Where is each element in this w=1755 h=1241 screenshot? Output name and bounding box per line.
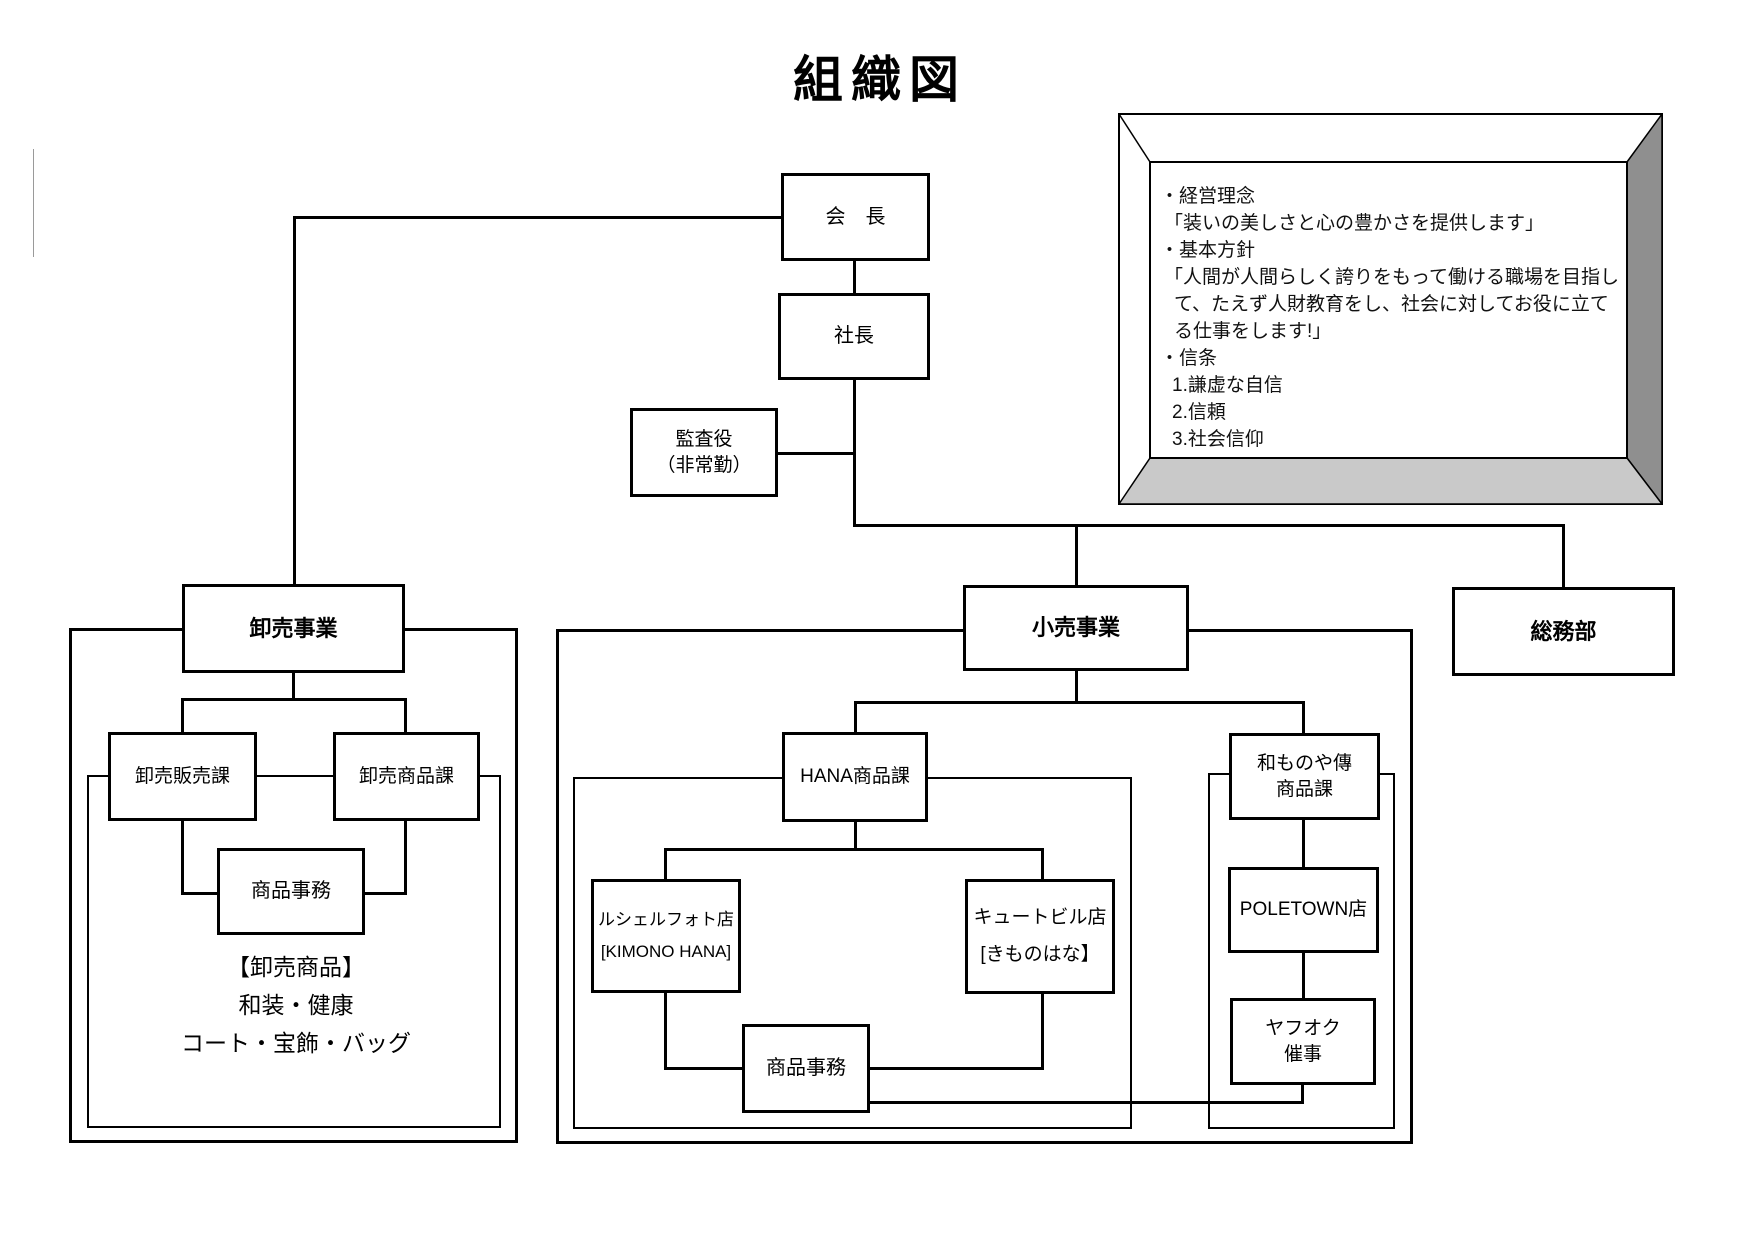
connector-wholesale-down [292, 671, 295, 701]
box-wholesale-merchandise: 卸売商品課 [333, 732, 480, 821]
philosophy-line: ・基本方針 [1160, 240, 1256, 261]
connector-merch-to-admin [365, 892, 407, 895]
connector-drop-retail [1075, 524, 1078, 587]
box-label: POLETOWN店 [1239, 899, 1368, 921]
connector-retail-branch [854, 701, 1305, 704]
philosophy-line: 2.信頼 [1172, 402, 1226, 423]
box-label: 商品事務 [251, 880, 331, 902]
note-line: 和装・健康 [238, 992, 354, 1018]
connector-drop-lucielle [664, 848, 667, 881]
philosophy-text: ・経営理念 「装いの美しさと心の豊かさを提供します」 ・基本方針 「人間が人間ら… [1160, 183, 1626, 453]
philosophy-line: 1.謙虚な自信 [1172, 375, 1283, 396]
panel-3d-frame [1118, 113, 1663, 505]
connector-poletown-yahoo [1302, 951, 1305, 1000]
box-label: 商品課 [1275, 778, 1333, 800]
box-label: 催事 [1283, 1043, 1322, 1065]
box-merchandise-admin-retail: 商品事務 [742, 1024, 870, 1113]
page-title: 組織図 [793, 52, 967, 108]
philosophy-panel: ・経営理念 「装いの美しさと心の豊かさを提供します」 ・基本方針 「人間が人間ら… [1118, 113, 1663, 505]
box-chairman: 会 長 [781, 173, 930, 261]
philosophy-line: 3.社会信仰 [1172, 429, 1264, 450]
connector-chairman-left [294, 216, 781, 219]
box-hana-merchandise: HANA商品課 [782, 732, 928, 822]
box-label: 社長 [834, 325, 874, 347]
connector-retail-down [1075, 669, 1078, 704]
connector-lucielle-to-admin [664, 1067, 744, 1070]
box-label: [KIMONO HANA] [600, 942, 732, 961]
connector-yahoo-up [1301, 1083, 1304, 1104]
box-cute-building: キュートビル店 [きものはな】 [965, 879, 1115, 994]
box-label: [きものはな】 [980, 943, 1100, 965]
connector-cutebuilding-down [1041, 992, 1044, 1070]
wholesale-inner-rect [87, 775, 501, 1128]
connector-wholesale-branch [181, 698, 407, 701]
note-line: コート・宝飾・バッグ [181, 1030, 411, 1056]
connector-drop-cutebuilding [1041, 848, 1044, 881]
connector-chairman-president [853, 259, 856, 295]
box-label: （非常勤） [656, 454, 752, 476]
philosophy-line: て、たえず人財教育をし、社会に対してお役に立て [1174, 294, 1609, 315]
philosophy-line: 「人間が人間らしく誇りをもって働ける職場を目指し [1164, 267, 1620, 288]
philosophy-line: ・信条 [1160, 348, 1218, 369]
connector-down-wholesale [293, 216, 296, 586]
connector-sales-down [181, 819, 184, 895]
connector-sales-to-admin [181, 892, 219, 895]
box-merchandise-admin-wholesale: 商品事務 [217, 848, 365, 935]
connector-lucielle-down [664, 991, 667, 1070]
box-label: ルシェルフォト店 [598, 909, 734, 929]
box-label: 会 長 [825, 205, 886, 228]
philosophy-line: ・経営理念 [1160, 186, 1256, 207]
box-wamonoya-den: 和ものや傳 商品課 [1229, 733, 1380, 820]
connector-admin-to-cutebuilding [868, 1067, 1044, 1070]
philosophy-line: る仕事をします!」 [1174, 321, 1332, 342]
box-label: 和ものや傳 [1256, 752, 1352, 774]
connector-hana-down [854, 820, 857, 850]
box-label: 卸売商品課 [358, 765, 454, 787]
connector-merch-down [404, 819, 407, 895]
connector-drop-hana [854, 701, 857, 735]
connector-shops-branch [664, 848, 1044, 851]
connector-admin-to-yahoo [868, 1101, 1304, 1104]
box-auditor: 監査役 （非常勤） [630, 408, 778, 497]
connector-drop-wholesale-sales [181, 698, 184, 734]
box-label: 商品事務 [766, 1057, 846, 1079]
box-wholesale-sales: 卸売販売課 [108, 732, 257, 821]
connector-auditor [778, 452, 856, 455]
box-general-affairs: 総務部 [1452, 587, 1675, 676]
note-line: 【卸売商品】 [227, 954, 365, 980]
wholesale-products-note: 【卸売商品】 和装・健康 コート・宝飾・バッグ [116, 948, 476, 1062]
connector-wamonoya-poletown [1302, 818, 1305, 869]
box-label: 卸売事業 [249, 615, 338, 641]
margin-mark-line [33, 149, 34, 257]
box-wholesale-division: 卸売事業 [182, 584, 405, 673]
box-yahoo-auction: ヤフオク 催事 [1230, 998, 1376, 1085]
box-label: キュートビル店 [973, 907, 1107, 929]
box-label: 小売事業 [1031, 615, 1120, 641]
connector-drop-wamonoya [1302, 701, 1305, 735]
philosophy-line: 「装いの美しさと心の豊かさを提供します」 [1164, 213, 1545, 234]
box-label: 監査役 [675, 428, 733, 450]
box-label: 卸売販売課 [134, 765, 230, 787]
box-poletown: POLETOWN店 [1228, 867, 1379, 953]
box-label: 総務部 [1530, 618, 1597, 644]
connector-drop-general-affairs [1562, 524, 1565, 589]
box-lucielle-photo: ルシェルフォト店 [KIMONO HANA] [591, 879, 741, 993]
box-label: HANA商品課 [800, 766, 910, 788]
box-label: ヤフオク [1265, 1017, 1341, 1039]
connector-branch-horizontal [853, 524, 1564, 527]
box-president: 社長 [778, 293, 930, 380]
box-retail-division: 小売事業 [963, 585, 1189, 671]
connector-drop-wholesale-merch [404, 698, 407, 734]
